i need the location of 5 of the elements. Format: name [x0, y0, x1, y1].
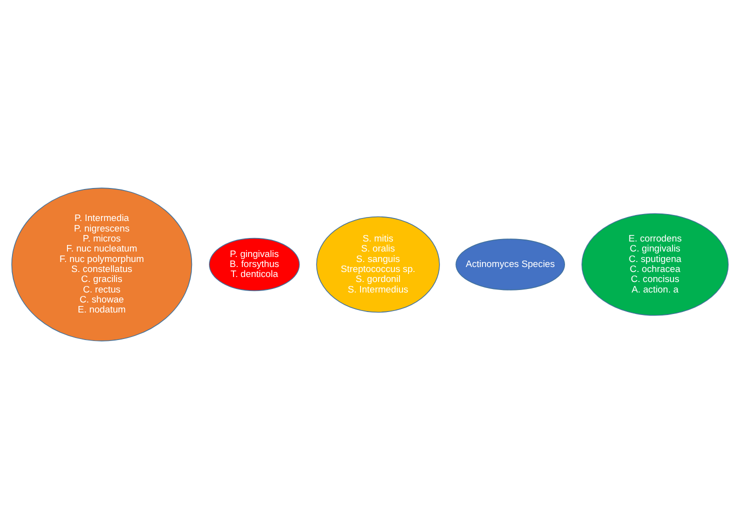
node-ellipse: P. gingivalis B. forsythus T. denticola: [208, 237, 300, 291]
node-ellipse: S. mitis S. oralis S. sanguis Streptococcus sp. S. gordonil S. Intermedius: [316, 216, 440, 312]
node-ellipse: P. Intermedia P. nigrescens P. micros F. nuc nucleatum F. nuc polymorphum S. constellatus C. gracilis C. rectus C. showae E. nodatum: [11, 187, 192, 341]
node-ellipse: E. corrodens C. gingivalis C. sputigena C. ochracea C. concisus A. action. a: [582, 212, 729, 316]
node-ellipse: Actinomyces Species: [456, 238, 566, 290]
